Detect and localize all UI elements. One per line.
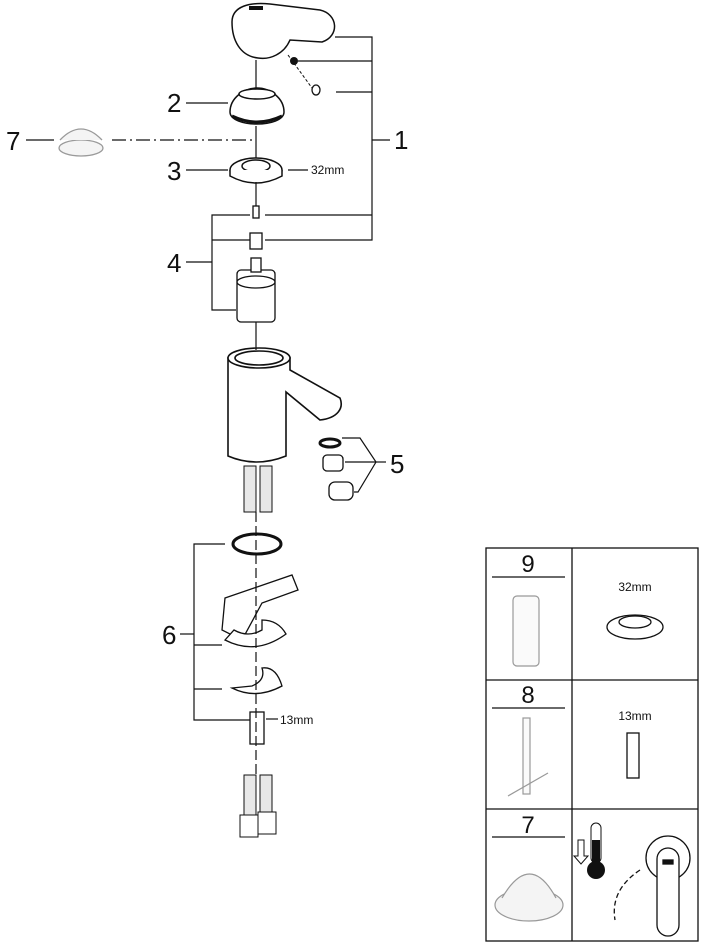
cover-cap [229,87,285,125]
lever-rotation-icon [613,835,691,937]
tool-dim-13mm: 13mm [618,709,652,723]
tool-fixing-stud [626,732,640,779]
tool-number-7: 7 [521,812,535,839]
tool-table [485,547,699,942]
lever-handle [231,2,336,60]
dimension-32mm: 32mm [311,163,345,177]
thermometer-icon [572,822,605,879]
leader-lines [26,36,390,775]
mixer-body [227,347,342,463]
tool-limiter [494,873,564,922]
callout-4: 4 [167,248,182,278]
flex-hoses [239,465,277,838]
callout-1: 1 [394,125,409,155]
temperature-limiter-ghost [58,128,104,157]
cartridge-nut [229,157,283,184]
tool-number-8: 8 [521,682,535,709]
cartridge-assembly [236,205,276,323]
callout-6: 6 [162,620,177,650]
tool-dim-32mm: 32mm [618,580,652,594]
callout-2: 2 [167,88,182,118]
aerator-set [318,437,354,501]
callout-5: 5 [390,449,405,479]
callout-3: 3 [167,156,182,186]
tool-socket-wrench [512,595,540,667]
tool-number-9: 9 [521,551,535,578]
tool-t-key [507,717,549,797]
tool-cartridge-nut [606,614,664,640]
grub-screw [287,54,321,96]
callout-7: 7 [6,126,21,156]
dimension-13mm: 13mm [280,713,314,727]
